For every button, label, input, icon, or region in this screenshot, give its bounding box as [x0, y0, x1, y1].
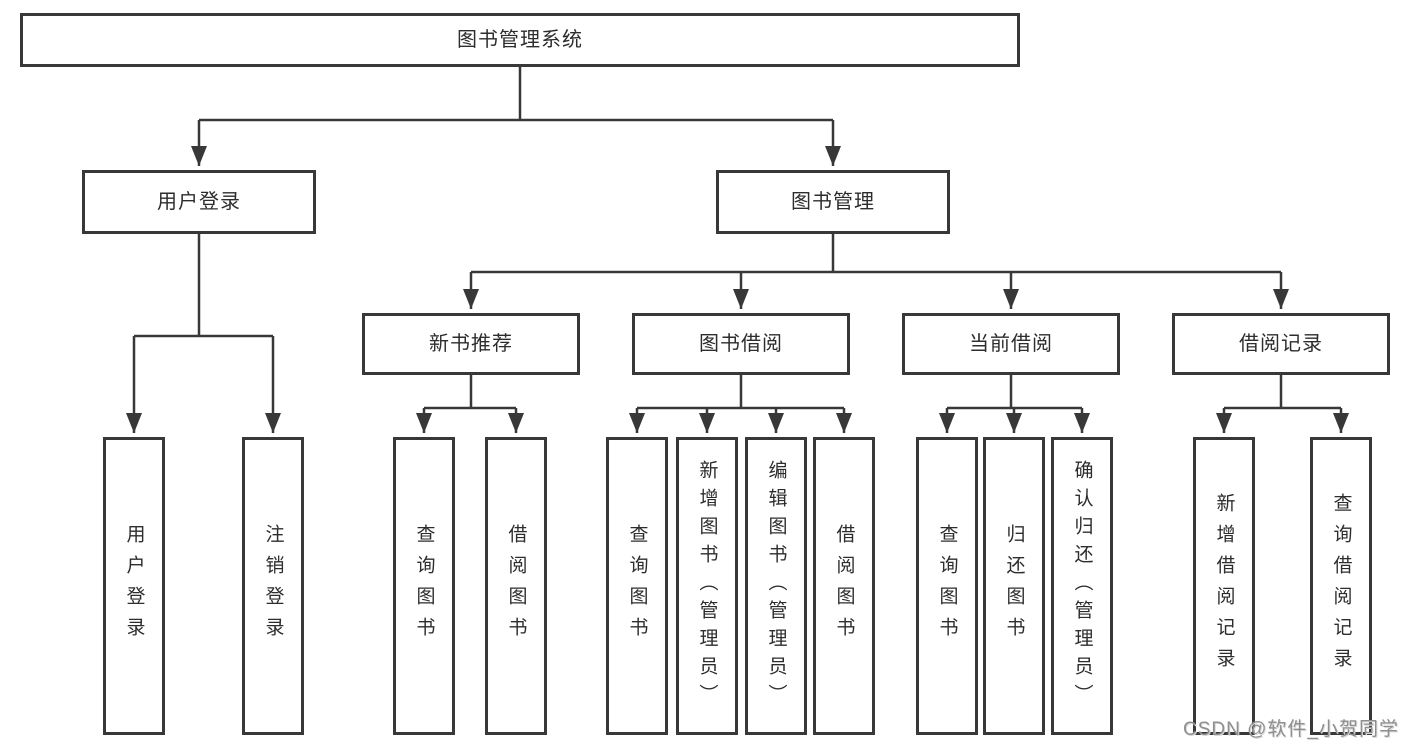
leaf-return-books: 归还图书 — [983, 437, 1045, 735]
node-user-login: 用户登录 — [82, 170, 316, 234]
leaf-label: 查询图书 — [936, 524, 958, 648]
leaf-label: 查询图书 — [626, 524, 648, 648]
leaf-logout: 注销登录 — [242, 437, 304, 735]
leaf-label: 用户登录 — [123, 524, 145, 648]
leaf-query-borrow-record: 查询借阅记录 — [1310, 437, 1372, 735]
leaf-edit-book-admin: 编辑图书（管理员） — [745, 437, 807, 735]
csdn-watermark: CSDN @软件_小贺同学 — [1183, 719, 1399, 740]
leaf-label: 编辑图书（管理员） — [765, 460, 787, 712]
node-new-book-recommend: 新书推荐 — [362, 313, 580, 375]
leaf-add-borrow-record: 新增借阅记录 — [1193, 437, 1255, 735]
node-book-borrowing: 图书借阅 — [632, 313, 850, 375]
leaf-label: 确认归还（管理员） — [1071, 460, 1093, 712]
node-book-management: 图书管理 — [716, 170, 950, 234]
node-root: 图书管理系统 — [20, 13, 1020, 67]
node-current-borrowing: 当前借阅 — [902, 313, 1120, 375]
leaf-borrow-books-recommend: 借阅图书 — [485, 437, 547, 735]
leaf-label: 查询图书 — [413, 524, 435, 648]
leaf-confirm-return-admin: 确认归还（管理员） — [1051, 437, 1113, 735]
leaf-label: 新增图书（管理员） — [696, 460, 718, 712]
leaf-label: 借阅图书 — [833, 524, 855, 648]
leaf-label: 借阅图书 — [505, 524, 527, 648]
leaf-label: 归还图书 — [1003, 524, 1025, 648]
leaf-user-login: 用户登录 — [103, 437, 165, 735]
leaf-query-books-current: 查询图书 — [916, 437, 978, 735]
node-borrowing-records: 借阅记录 — [1172, 313, 1390, 375]
leaf-query-books-borrowing: 查询图书 — [606, 437, 668, 735]
leaf-query-books-recommend: 查询图书 — [393, 437, 455, 735]
leaf-add-book-admin: 新增图书（管理员） — [676, 437, 738, 735]
leaf-label: 新增借阅记录 — [1213, 493, 1235, 679]
leaf-label: 查询借阅记录 — [1330, 493, 1352, 679]
leaf-borrow-books-borrowing: 借阅图书 — [813, 437, 875, 735]
leaf-label: 注销登录 — [262, 524, 284, 648]
